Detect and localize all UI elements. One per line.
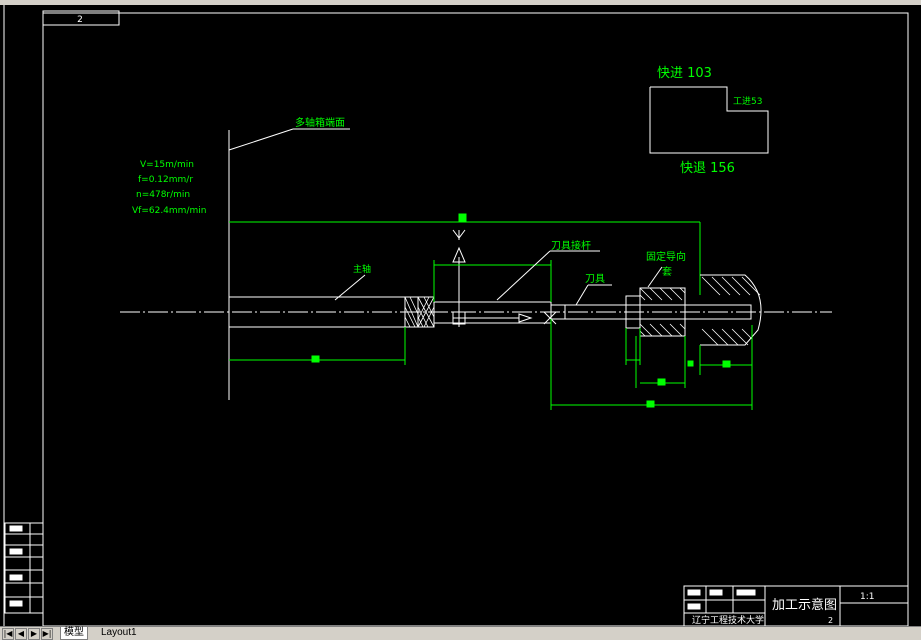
tool-holder-label: 刀具接杆: [551, 239, 591, 252]
feed-cycle-path: [649, 86, 769, 154]
tool-holder: [433, 246, 557, 327]
drawing-frame: [42, 12, 909, 626]
datum-marker: [452, 229, 466, 239]
right-dimensions: [550, 319, 753, 410]
spindle-label: 主轴: [353, 263, 371, 275]
tab-model[interactable]: 模型: [60, 627, 88, 640]
overall-dimension: [229, 213, 701, 295]
tool-label: 刀具: [585, 273, 605, 285]
layout-tab-bar: |◀ ◀ ▶ ▶| 模型 Layout1: [0, 626, 921, 640]
last-tab-button[interactable]: ▶|: [41, 628, 53, 640]
work-feed-label: 工进53: [733, 96, 762, 107]
title-block: [683, 585, 909, 626]
toolbar-strip[interactable]: [0, 0, 921, 5]
prev-tab-button[interactable]: ◀: [15, 628, 27, 640]
next-tab-button[interactable]: ▶: [28, 628, 40, 640]
revision-table: [4, 522, 44, 614]
title-block-scale: 1:1: [860, 592, 874, 602]
param-feedrate: Vf=62.4mm/min: [132, 206, 206, 216]
corner-tag-box: [42, 10, 120, 26]
corner-tag-text: 2: [77, 15, 83, 25]
workpiece: [700, 274, 762, 346]
first-tab-button[interactable]: |◀: [2, 628, 14, 640]
axis-box-face-label: 多轴箱端面: [295, 116, 345, 129]
axis-box-leader: [228, 128, 294, 151]
fast-forward-label: 快进 103: [657, 66, 712, 81]
param-speed: V=15m/min: [140, 160, 194, 170]
title-block-school: 辽宁工程技术大学: [692, 614, 764, 626]
tab-layout1[interactable]: Layout1: [101, 627, 137, 638]
drawing-canvas[interactable]: 2 快进 103 工进53 快退 156 多轴箱端面 V=15m/min f=0…: [0, 5, 921, 626]
tool: [550, 304, 752, 320]
spindle: [228, 296, 435, 328]
param-rpm: n=478r/min: [136, 190, 190, 200]
guide-sleeve-label-2: 套: [662, 265, 672, 278]
param-feed: f=0.12mm/r: [138, 175, 193, 185]
guide-sleeve: [625, 287, 686, 337]
guide-sleeve-label-1: 固定导向: [646, 250, 686, 263]
holder-dimension: [433, 260, 552, 302]
title-block-title: 加工示意图: [772, 597, 837, 613]
fast-return-label: 快退 156: [680, 161, 735, 176]
title-block-sheet: 2: [828, 616, 833, 625]
spindle-dimension: [229, 327, 406, 365]
